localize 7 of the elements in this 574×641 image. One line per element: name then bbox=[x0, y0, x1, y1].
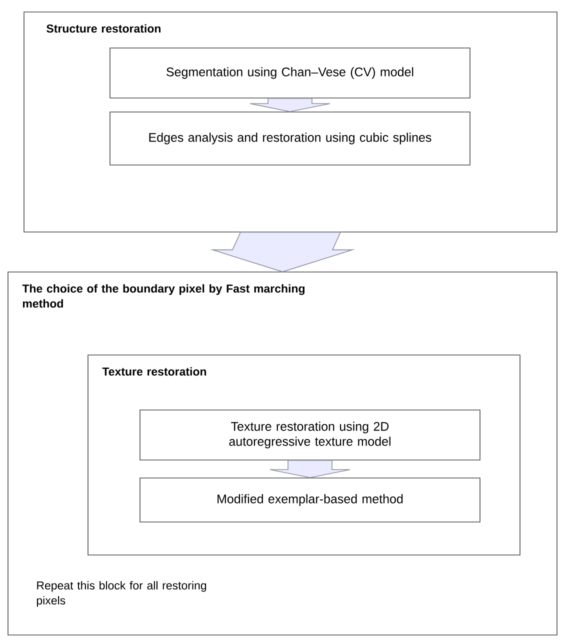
process-box: Texture restoration using 2D autoregressive texture model bbox=[140, 410, 480, 460]
block-arrow bbox=[210, 232, 356, 272]
process-box: Segmentation using Chan–Vese (CV) model bbox=[110, 48, 470, 98]
process-box: Edges analysis and restoration using cubic splines bbox=[110, 112, 470, 166]
block-arrow bbox=[250, 98, 330, 112]
process-box: Modified exemplar-based method bbox=[140, 478, 480, 522]
block-arrow bbox=[270, 460, 350, 478]
